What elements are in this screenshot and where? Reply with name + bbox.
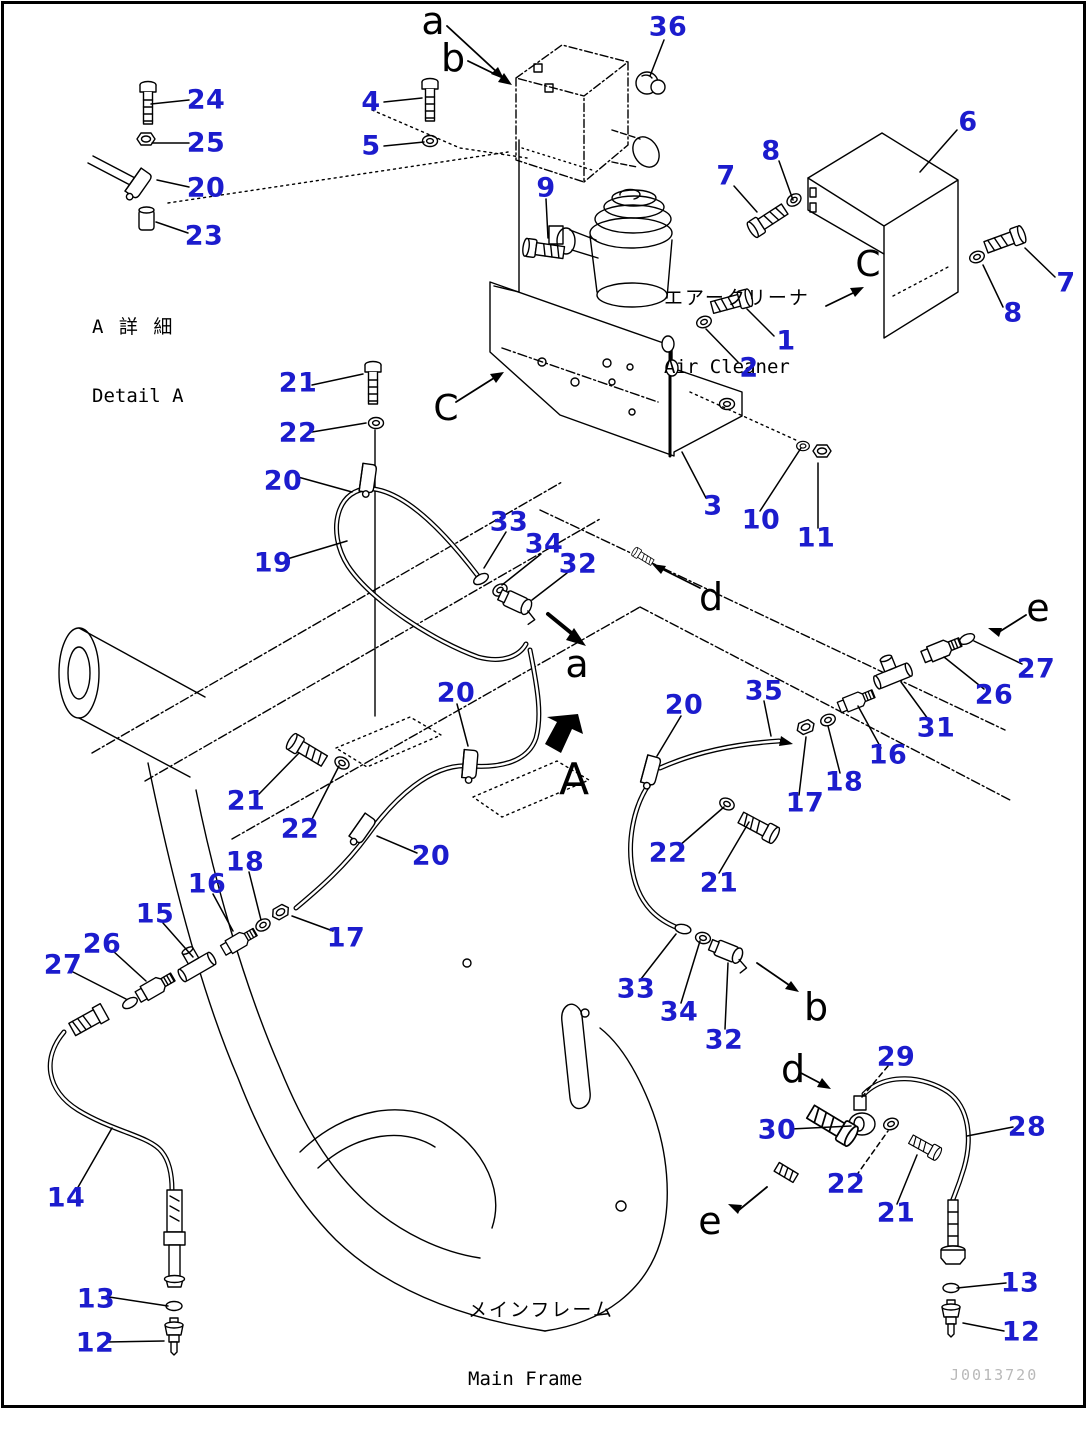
callout-9: 9	[536, 172, 556, 204]
callout-34: 34	[659, 996, 699, 1028]
annotation-detail-a: A 詳 細 Detail A	[92, 270, 184, 454]
bolt-30-tip	[773, 1161, 799, 1184]
callout-8: 8	[761, 135, 781, 167]
callout-6: 6	[958, 106, 978, 138]
callout-21: 21	[226, 785, 266, 817]
callout-18: 18	[824, 766, 864, 798]
bolt-bottom-right	[940, 1199, 966, 1265]
view-letter-C: C	[433, 388, 459, 429]
annotation-detail-a-en: Detail A	[92, 385, 184, 407]
hoses	[47, 155, 971, 1205]
callout-28: 28	[1007, 1111, 1047, 1143]
callout-4: 4	[361, 86, 381, 118]
plug-23	[138, 206, 155, 231]
air-cleaner-body	[548, 188, 673, 308]
callout-2: 2	[739, 352, 759, 384]
view-arrows	[446, 25, 1027, 1214]
callout-17: 17	[326, 922, 366, 954]
main-frame-outline	[58, 429, 1011, 1332]
callout-10: 10	[741, 504, 781, 536]
leader-lines	[72, 39, 1056, 1343]
callout-5: 5	[361, 130, 381, 162]
callout-13: 13	[1000, 1267, 1040, 1299]
callout-34: 34	[524, 528, 564, 560]
callout-32: 32	[704, 1024, 744, 1056]
annotation-main-frame: メインフレーム Main Frame	[468, 1253, 614, 1437]
annotation-air-cleaner-en: Air Cleaner	[664, 356, 790, 378]
annotation-main-frame-jp: メインフレーム	[468, 1299, 614, 1321]
callout-32: 32	[558, 548, 598, 580]
callout-26: 26	[974, 679, 1014, 711]
callout-16: 16	[868, 739, 908, 771]
callout-12: 12	[1001, 1316, 1041, 1348]
callout-20: 20	[411, 840, 451, 872]
view-letter-d: d	[698, 575, 724, 619]
callout-22: 22	[826, 1168, 866, 1200]
grommet-36	[635, 71, 666, 95]
callout-27: 27	[43, 949, 83, 981]
air-cleaner-mount-box	[493, 44, 660, 293]
callout-21: 21	[278, 367, 318, 399]
annotation-air-cleaner-jp: エアークリーナ	[664, 287, 810, 309]
callout-20: 20	[664, 689, 704, 721]
reference-dotted-lines	[167, 109, 799, 442]
callout-7: 7	[1056, 267, 1076, 299]
callout-33: 33	[489, 506, 529, 538]
callout-3: 3	[703, 490, 723, 522]
callout-20: 20	[263, 465, 303, 497]
detail-hose-stub	[87, 155, 138, 187]
view-letter-b: b	[440, 36, 466, 80]
callout-26: 26	[82, 928, 122, 960]
callout-7: 7	[716, 160, 736, 192]
callout-23: 23	[184, 220, 224, 252]
cover-plate	[807, 132, 959, 339]
callout-29: 29	[876, 1041, 916, 1073]
callout-30: 30	[757, 1114, 797, 1146]
view-letter-e: e	[698, 1199, 722, 1243]
view-a-bold-arrow	[545, 714, 583, 753]
annotation-detail-a-jp: A 詳 細	[92, 316, 175, 338]
callout-22: 22	[648, 837, 688, 869]
callout-22: 22	[280, 813, 320, 845]
view-letter-A: A	[558, 754, 590, 805]
view-letter-C: C	[855, 244, 881, 285]
callout-8: 8	[1003, 297, 1023, 329]
callout-15: 15	[135, 898, 175, 930]
callout-20: 20	[436, 677, 476, 709]
view-letter-a: a	[565, 642, 589, 686]
callout-12: 12	[75, 1327, 115, 1359]
valve-part-14	[163, 1189, 186, 1288]
callout-13: 13	[76, 1283, 116, 1315]
callout-21: 21	[699, 867, 739, 899]
callout-16: 16	[187, 868, 227, 900]
callout-19: 19	[253, 547, 293, 579]
view-letter-e: e	[1026, 586, 1050, 630]
callout-27: 27	[1016, 653, 1056, 685]
view-letter-d: d	[780, 1047, 806, 1091]
fasteners	[68, 77, 1029, 1356]
callout-36: 36	[648, 11, 688, 43]
doc-number: J0013720	[950, 1366, 1039, 1384]
callout-31: 31	[916, 712, 956, 744]
callout-1: 1	[776, 325, 796, 357]
callout-24: 24	[186, 84, 226, 116]
hose-end-fitting-14	[68, 1002, 110, 1037]
callout-17: 17	[785, 787, 825, 819]
callout-22: 22	[278, 417, 318, 449]
callout-35: 35	[744, 675, 784, 707]
callout-20: 20	[186, 172, 226, 204]
annotation-air-cleaner: エアークリーナ Air Cleaner	[664, 241, 810, 425]
callout-25: 25	[186, 127, 226, 159]
bracket-plate	[489, 281, 743, 458]
callout-33: 33	[616, 973, 656, 1005]
annotation-main-frame-en: Main Frame	[468, 1368, 583, 1390]
view-letter-b: b	[803, 985, 829, 1029]
callout-14: 14	[46, 1182, 86, 1214]
callout-21: 21	[876, 1197, 916, 1229]
callout-11: 11	[796, 522, 836, 554]
callout-18: 18	[225, 846, 265, 878]
view-letter-a: a	[421, 0, 445, 43]
